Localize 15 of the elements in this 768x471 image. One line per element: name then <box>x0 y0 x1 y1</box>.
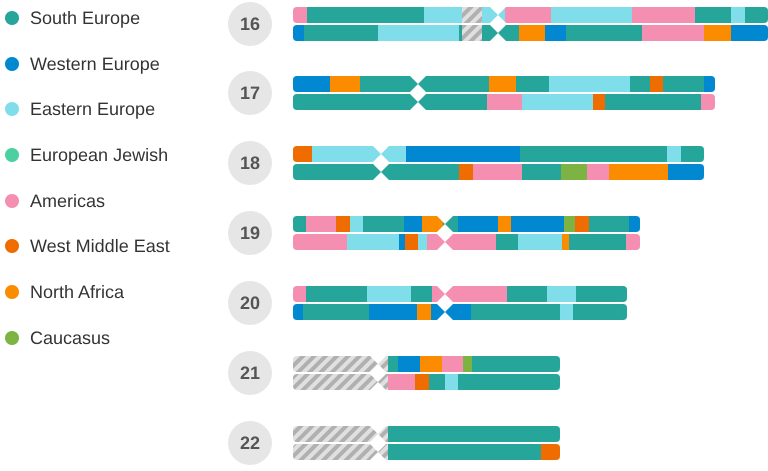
number-circle: 20 <box>228 281 272 325</box>
number-circle: 17 <box>228 71 272 115</box>
number-circle: 22 <box>228 421 272 465</box>
legend-label: Caucasus <box>30 327 110 349</box>
legend-label: West Middle East <box>30 235 170 257</box>
number-circle: 19 <box>228 211 272 255</box>
legend-label: Americas <box>30 190 106 212</box>
number-circle: 16 <box>228 2 272 46</box>
legend-label: Eastern Europe <box>30 98 156 120</box>
legend-label: South Europe <box>30 7 140 29</box>
legend-label: North Africa <box>30 281 124 303</box>
legend-label: Western Europe <box>30 53 160 75</box>
number-circle: 21 <box>228 351 272 395</box>
number-circle: 18 <box>228 141 272 185</box>
legend-label: European Jewish <box>30 144 168 166</box>
